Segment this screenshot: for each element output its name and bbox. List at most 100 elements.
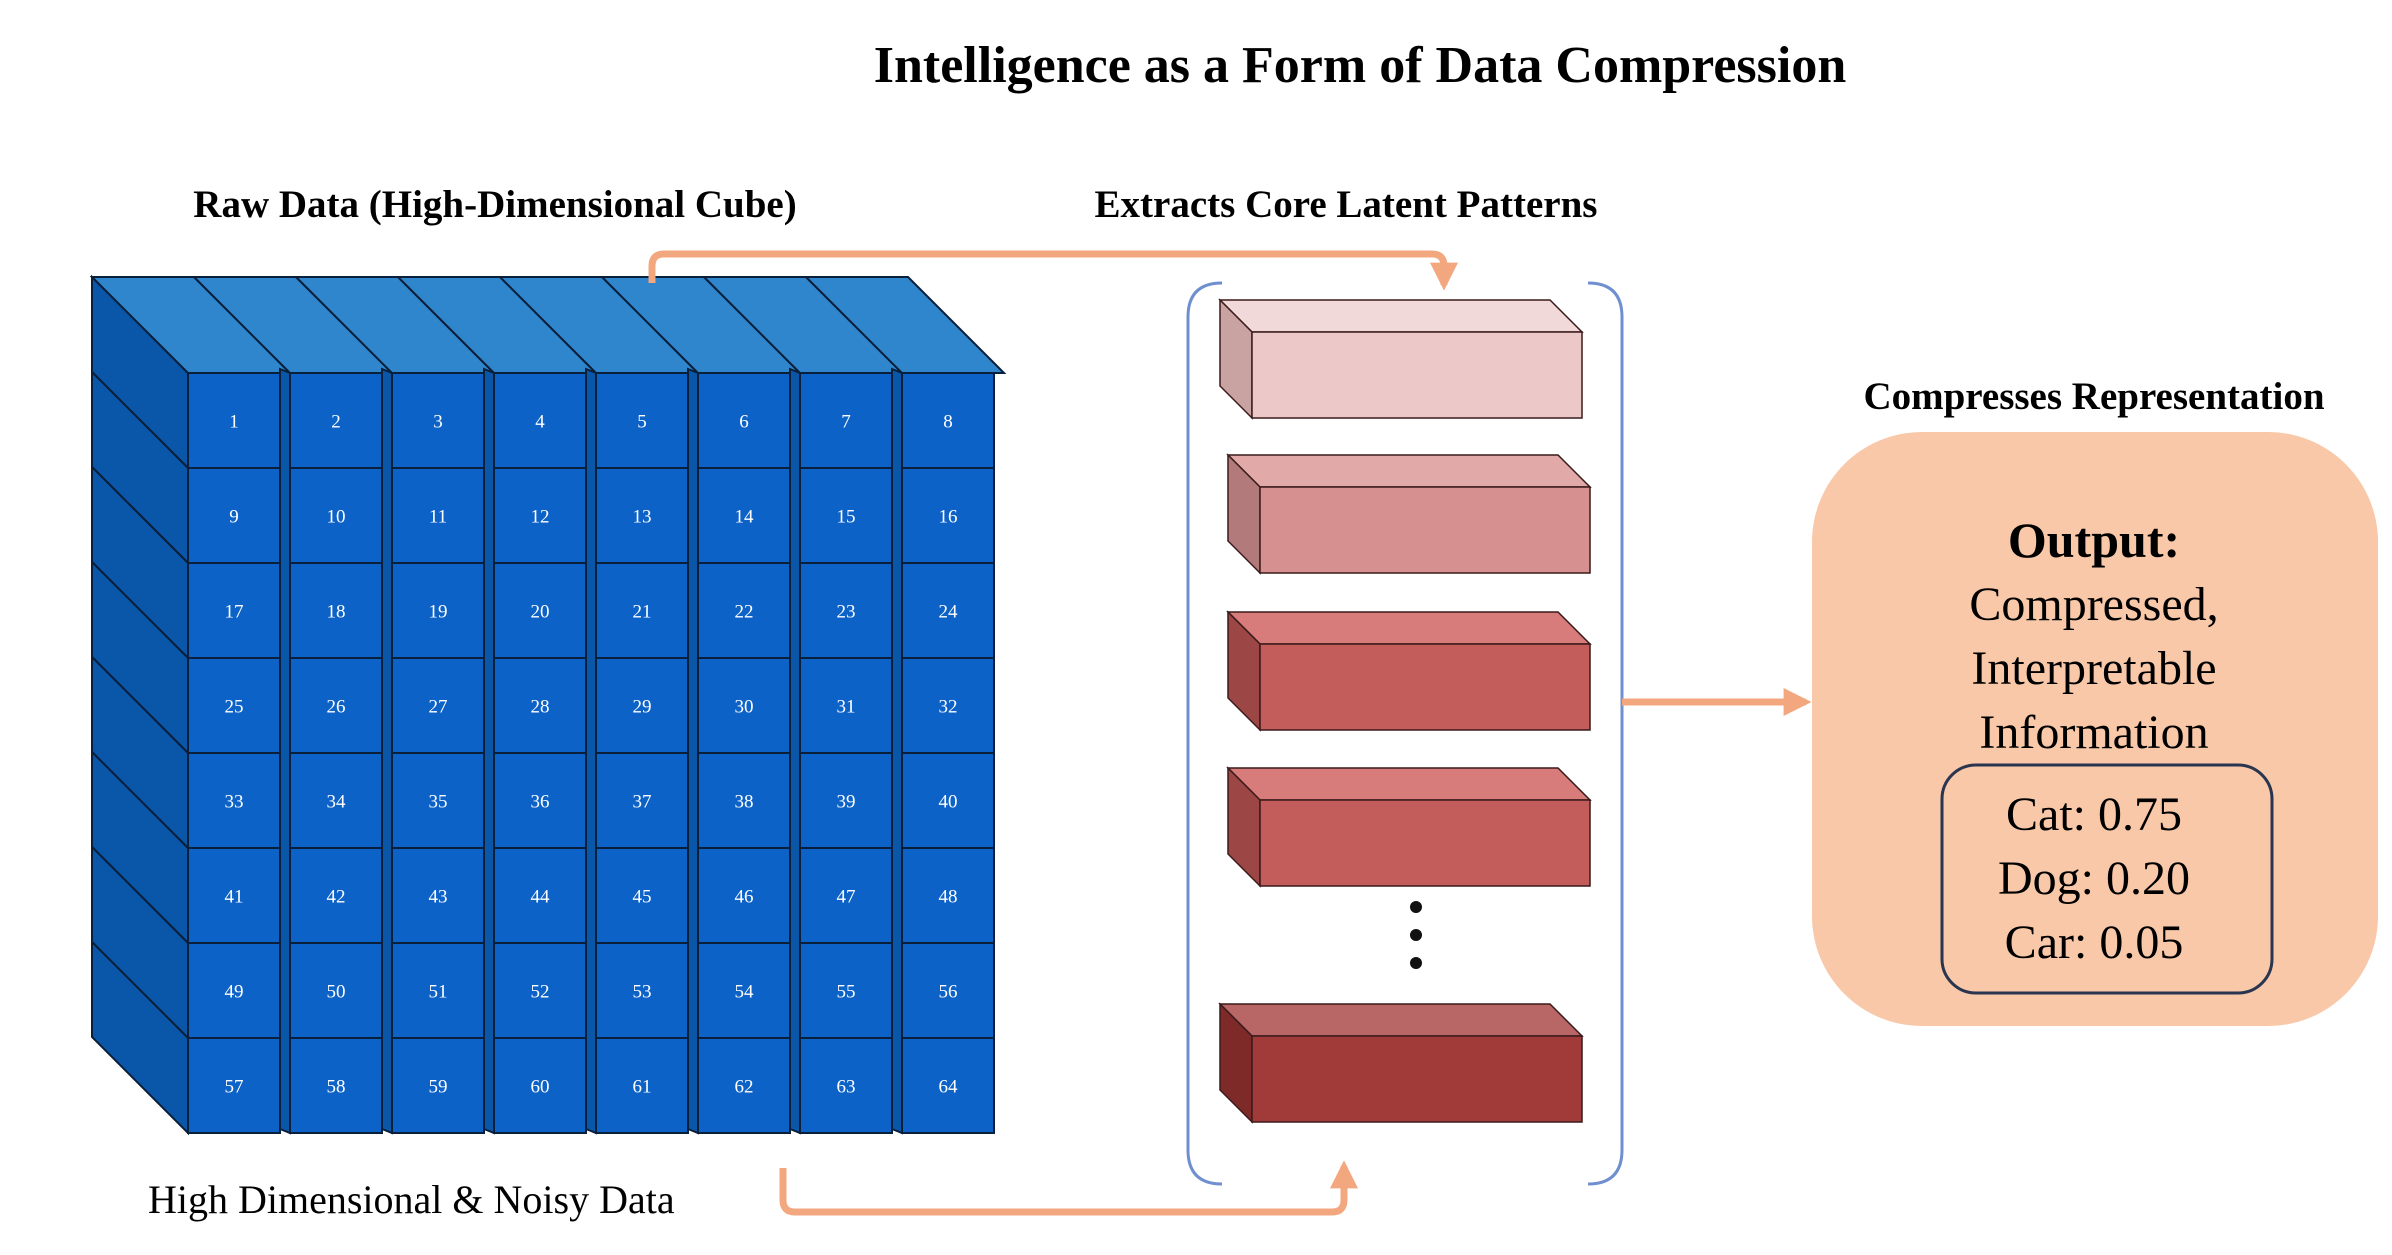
cube-cell-number: 54 xyxy=(735,982,755,1003)
cube-cell xyxy=(187,847,281,944)
latent-block-top xyxy=(1226,611,1592,645)
cube-cell xyxy=(697,752,791,849)
ellipsis-dot xyxy=(1410,957,1422,969)
latent-block-front xyxy=(1251,331,1583,419)
cube-cell-number: 33 xyxy=(225,792,244,813)
cube-cell-number: 56 xyxy=(939,982,958,1003)
cube-cell xyxy=(799,752,893,849)
cube-cell-number: 19 xyxy=(429,602,448,623)
cube-cell xyxy=(493,942,587,1039)
ellipsis-dot xyxy=(1410,901,1422,913)
cube-slab-gap xyxy=(687,367,699,1135)
cube-cell-number: 15 xyxy=(837,507,856,528)
cube-cell-number: 23 xyxy=(837,602,856,623)
cube-cell-number: 13 xyxy=(633,507,652,528)
cube-cell-number: 39 xyxy=(837,792,856,813)
score-dog: Dog: 0.20 xyxy=(1998,852,2190,905)
score-cat: Cat: 0.75 xyxy=(2006,788,2182,841)
cube-cell-number: 25 xyxy=(225,697,244,718)
cube-cell-number: 42 xyxy=(327,887,346,908)
cube-cell-number: 64 xyxy=(939,1077,959,1098)
cube-cell xyxy=(799,657,893,754)
cube-cell xyxy=(289,752,383,849)
cube-cell-number: 41 xyxy=(225,887,244,908)
cube-cell-number: 60 xyxy=(531,1077,550,1098)
cube-cell-number: 44 xyxy=(531,887,551,908)
latent-bracket-left xyxy=(1186,281,1223,1186)
cube-cell xyxy=(493,657,587,754)
cube-cell-number: 34 xyxy=(327,792,347,813)
cube-cell xyxy=(595,657,689,754)
cube-cell xyxy=(901,562,995,659)
bottom-arrow xyxy=(779,1160,1358,1216)
cube-cell-number: 18 xyxy=(327,602,346,623)
cube-cell-number: 28 xyxy=(531,697,550,718)
cube-cell xyxy=(391,847,485,944)
cube-cell xyxy=(391,1037,485,1134)
cube-cell xyxy=(289,847,383,944)
cube-cell xyxy=(493,847,587,944)
cube-cell-number: 7 xyxy=(841,412,851,433)
cube-cell-number: 4 xyxy=(535,412,545,433)
cube-slab-gap xyxy=(585,367,597,1135)
cube-cell xyxy=(901,657,995,754)
latent-block-front xyxy=(1259,486,1591,574)
cube-cell xyxy=(493,562,587,659)
cube-cell-number: 47 xyxy=(837,887,856,908)
cube-cell-number: 48 xyxy=(939,887,958,908)
cube-cell xyxy=(493,372,587,469)
cube-cell xyxy=(901,847,995,944)
cube-cell xyxy=(697,1037,791,1134)
cube-cell xyxy=(187,562,281,659)
cube-cell xyxy=(901,467,995,564)
cube-cell xyxy=(595,1037,689,1134)
cube-cell-number: 17 xyxy=(225,602,244,623)
cube-cell-number: 36 xyxy=(531,792,550,813)
cube-cell-number: 12 xyxy=(531,507,550,528)
cube-cell xyxy=(901,942,995,1039)
cube-cell-number: 21 xyxy=(633,602,652,623)
cube-cell xyxy=(697,467,791,564)
cube-cell-number: 3 xyxy=(433,412,443,433)
cube-cell xyxy=(289,942,383,1039)
cube-cell-number: 9 xyxy=(229,507,239,528)
cube-cell xyxy=(595,372,689,469)
cube-cell xyxy=(799,467,893,564)
cube-cell xyxy=(697,847,791,944)
cube-cell-number: 61 xyxy=(633,1077,652,1098)
cube-cell xyxy=(391,752,485,849)
latent-block-top xyxy=(1226,767,1592,801)
cube-slab-gap xyxy=(789,367,801,1135)
cube-cell xyxy=(493,1037,587,1134)
cube-cell-number: 29 xyxy=(633,697,652,718)
cube-cell xyxy=(799,1037,893,1134)
cube-cell xyxy=(595,752,689,849)
cube-cell-number: 30 xyxy=(735,697,754,718)
output-box xyxy=(1812,432,2378,1026)
cube-cell-number: 22 xyxy=(735,602,754,623)
cube-cell-number: 40 xyxy=(939,792,958,813)
latent-block-front xyxy=(1251,1035,1583,1123)
top-arrow xyxy=(648,250,1458,291)
cube-cell-number: 58 xyxy=(327,1077,346,1098)
cube-cell xyxy=(901,372,995,469)
cube-cell-number: 26 xyxy=(327,697,346,718)
cube-cell-number: 20 xyxy=(531,602,550,623)
cube-cell-number: 52 xyxy=(531,982,550,1003)
cube-cell xyxy=(697,942,791,1039)
cube-cell-number: 6 xyxy=(739,412,749,433)
cube-cell-number: 16 xyxy=(939,507,958,528)
cube-cell xyxy=(289,467,383,564)
compresses-heading: Compresses Representation xyxy=(1863,375,2324,418)
cube-cell xyxy=(595,467,689,564)
cube-cell-number: 62 xyxy=(735,1077,754,1098)
cube-cell xyxy=(595,847,689,944)
cube-cell-number: 57 xyxy=(225,1077,244,1098)
cube-cell xyxy=(289,372,383,469)
cube-cell xyxy=(595,562,689,659)
cube-top-segment xyxy=(803,276,1007,374)
output-line-2: Interpretable xyxy=(1971,642,2216,695)
raw-data-heading: Raw Data (High-Dimensional Cube) xyxy=(193,183,796,226)
